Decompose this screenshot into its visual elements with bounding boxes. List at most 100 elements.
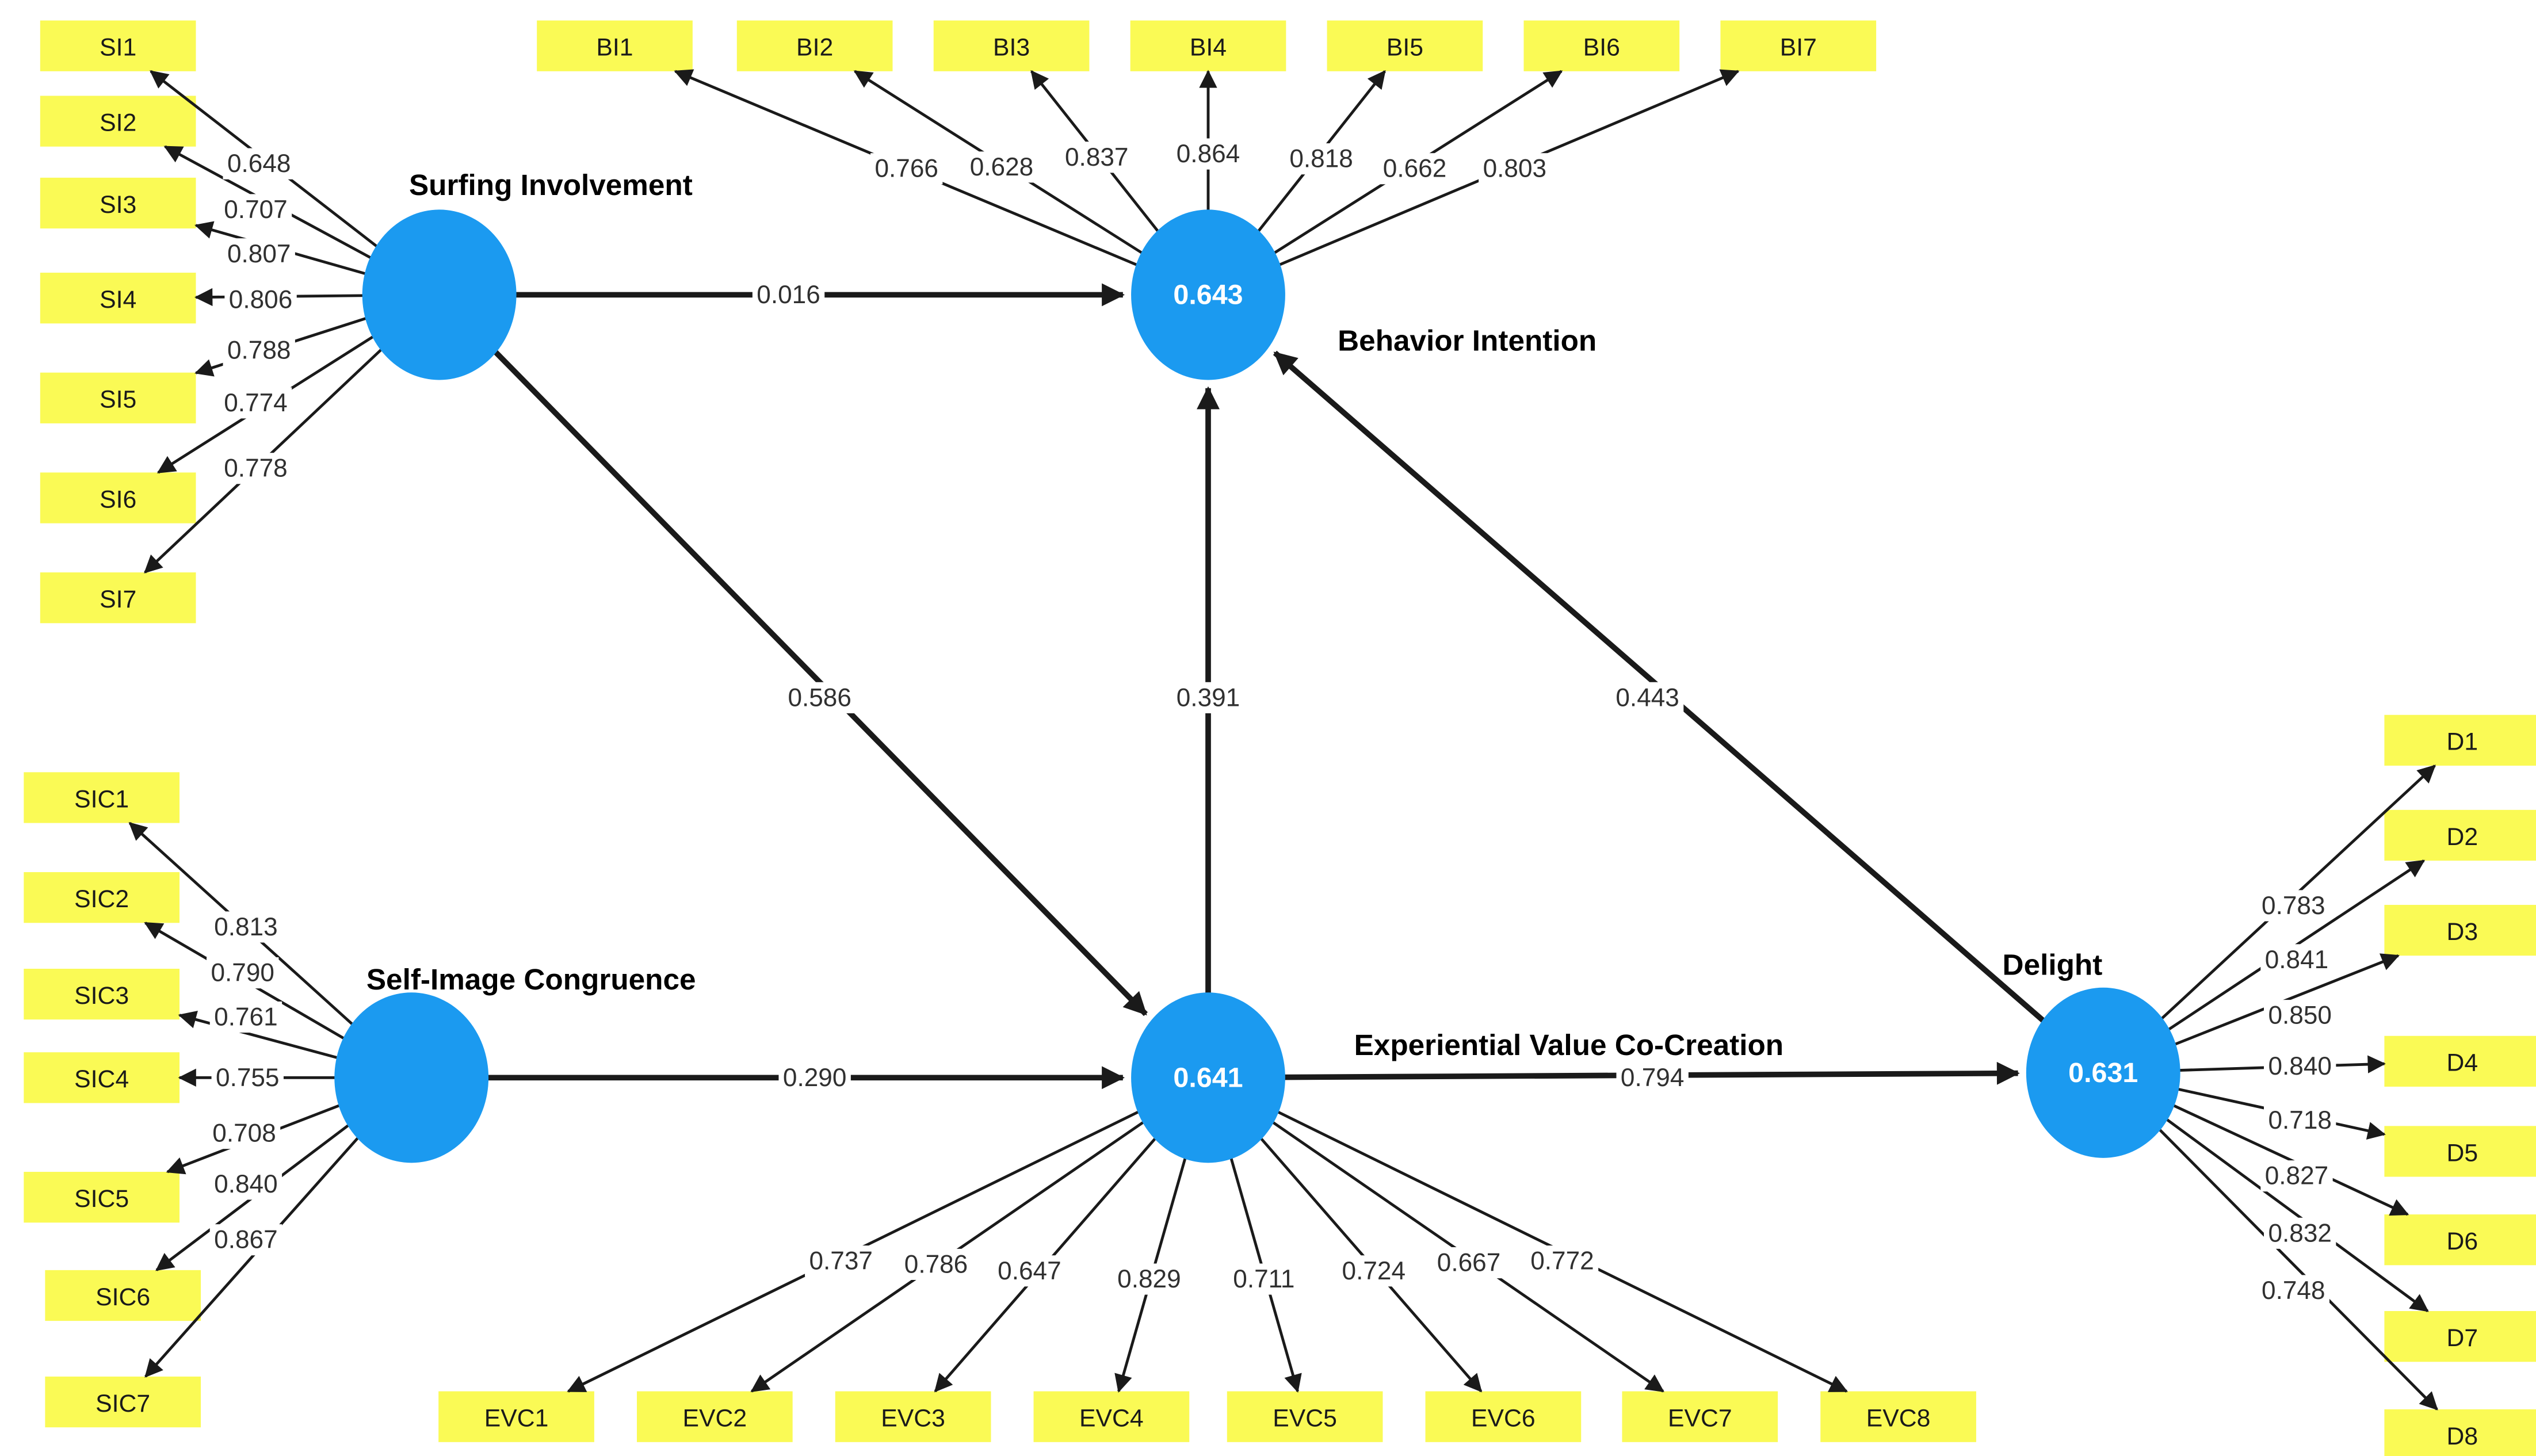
indicator-box-EVC1 <box>438 1391 594 1442</box>
indicator-box-BI1 <box>537 20 693 71</box>
loading-value-SI5: 0.788 <box>227 337 291 365</box>
loading-value-BI6: 0.662 <box>1383 155 1446 183</box>
label-background <box>2257 1275 2329 1306</box>
loading-value-D8: 0.748 <box>2262 1277 2325 1305</box>
label-background <box>1172 138 1244 170</box>
indicator-label-D4: D4 <box>2446 1049 2478 1077</box>
loading-value-D6: 0.827 <box>2265 1162 2328 1190</box>
loading-value-SIC2: 0.790 <box>211 959 274 987</box>
loading-value-D4: 0.840 <box>2268 1052 2331 1080</box>
loading-value-SIC7: 0.867 <box>214 1226 277 1254</box>
label-background <box>1285 143 1358 175</box>
indicator-label-SI7: SI7 <box>100 586 136 613</box>
path-coefficient-SI-BI: 0.016 <box>757 281 820 309</box>
loading-value-SI7: 0.778 <box>224 454 287 483</box>
loading-value-SI4: 0.806 <box>229 286 292 314</box>
loading-value-SIC3: 0.761 <box>214 1003 277 1031</box>
indicator-box-SIC3 <box>24 969 180 1020</box>
label-background <box>1172 682 1244 713</box>
label-background <box>2260 944 2333 976</box>
label-background <box>1113 1263 1186 1295</box>
indicator-box-SIC6 <box>45 1270 201 1321</box>
indicator-arrow-EVC-EVC7 <box>1207 1076 1664 1393</box>
indicator-label-EVC7: EVC7 <box>1668 1405 1732 1432</box>
label-background <box>1338 1255 1410 1287</box>
label-background <box>219 194 292 226</box>
construct-ellipse-BI <box>1131 209 1285 380</box>
loading-value-D1: 0.783 <box>2262 892 2325 920</box>
loading-value-BI5: 0.818 <box>1289 145 1353 173</box>
indicator-label-SI4: SI4 <box>100 286 136 314</box>
loading-value-BI2: 0.628 <box>970 153 1033 181</box>
loading-value-SI1: 0.648 <box>227 150 291 178</box>
label-background <box>1616 1062 1689 1094</box>
loading-value-SIC1: 0.813 <box>214 913 277 941</box>
indicator-label-EVC5: EVC5 <box>1273 1405 1337 1432</box>
indicator-label-SI3: SI3 <box>100 191 136 219</box>
path-arrow-SI-EVC <box>437 293 1148 1016</box>
indicator-box-SIC4 <box>24 1052 180 1103</box>
indicator-box-SIC5 <box>24 1172 180 1223</box>
indicator-box-EVC2 <box>636 1391 793 1442</box>
indicator-box-BI6 <box>1523 20 1680 71</box>
label-background <box>2264 1000 2336 1031</box>
path-arrow-D-BI <box>1273 350 2105 1075</box>
loading-value-SIC6: 0.840 <box>214 1170 277 1198</box>
construct-r2-D: 0.631 <box>2068 1057 2138 1088</box>
indicator-box-BI2 <box>736 20 893 71</box>
indicator-label-EVC3: EVC3 <box>881 1405 945 1432</box>
indicator-label-SIC6: SIC6 <box>96 1283 150 1311</box>
path-coefficient-EVC-BI: 0.391 <box>1177 683 1240 712</box>
indicator-label-SIC1: SIC1 <box>74 785 129 813</box>
indicator-label-D5: D5 <box>2446 1139 2478 1167</box>
indicator-label-SIC4: SIC4 <box>74 1065 129 1093</box>
loading-value-SI2: 0.707 <box>224 196 287 224</box>
indicator-label-D3: D3 <box>2446 918 2478 946</box>
label-background <box>224 284 297 316</box>
path-arrow-EVC-D <box>1208 1061 2020 1085</box>
label-background <box>2260 1160 2333 1192</box>
label-background <box>219 453 292 484</box>
indicator-label-EVC4: EVC4 <box>1079 1405 1144 1432</box>
indicator-box-SI1 <box>40 20 196 71</box>
construct-ellipse-D <box>2026 987 2180 1158</box>
loading-value-D2: 0.841 <box>2265 946 2328 974</box>
indicator-label-SIC5: SIC5 <box>74 1185 129 1213</box>
indicator-box-D5 <box>2384 1126 2536 1177</box>
indicator-box-D7 <box>2384 1311 2536 1362</box>
label-background <box>2257 890 2329 922</box>
label-background <box>207 957 279 989</box>
label-background <box>223 148 295 179</box>
indicator-box-BI7 <box>1720 20 1877 71</box>
loading-value-SI3: 0.807 <box>227 240 291 268</box>
label-background <box>1526 1245 1599 1277</box>
indicator-label-D2: D2 <box>2446 823 2478 851</box>
indicator-box-EVC8 <box>1820 1391 1976 1442</box>
path-coefficient-D-BI: 0.443 <box>1615 683 1679 712</box>
label-background <box>1479 153 1551 185</box>
label-background <box>993 1255 1066 1287</box>
construct-r2-BI: 0.643 <box>1173 279 1243 310</box>
loading-value-EVC3: 0.647 <box>998 1257 1061 1285</box>
indicator-label-BI7: BI7 <box>1780 34 1817 62</box>
label-background <box>223 335 295 366</box>
indicator-box-D4 <box>2384 1035 2536 1087</box>
construct-name-BI: Behavior Intention <box>1338 324 1597 357</box>
indicator-label-BI4: BI4 <box>1190 34 1227 62</box>
indicator-label-BI2: BI2 <box>796 34 833 62</box>
label-background <box>223 238 295 270</box>
indicator-box-SIC7 <box>45 1376 201 1428</box>
construct-name-EVC: Experiential Value Co-Creation <box>1354 1029 1783 1061</box>
indicator-label-D7: D7 <box>2446 1324 2478 1352</box>
label-background <box>1228 1263 1300 1295</box>
label-background <box>1378 153 1451 185</box>
indicator-label-SI6: SI6 <box>100 486 136 513</box>
indicator-box-D3 <box>2384 904 2536 956</box>
loading-value-D7: 0.832 <box>2268 1219 2331 1247</box>
indicator-label-BI6: BI6 <box>1583 34 1620 62</box>
indicator-box-EVC5 <box>1227 1391 1383 1442</box>
label-background <box>2264 1105 2336 1136</box>
loading-value-D3: 0.850 <box>2268 1002 2331 1030</box>
indicator-label-EVC8: EVC8 <box>1866 1405 1931 1432</box>
